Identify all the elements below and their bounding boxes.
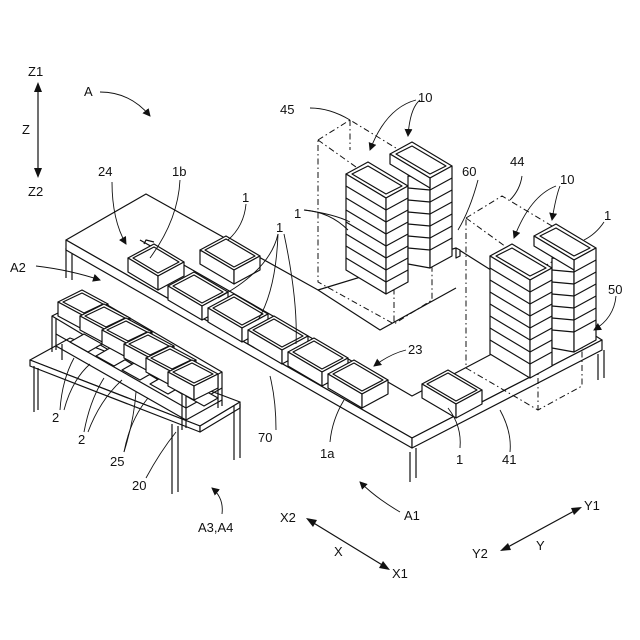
label-1-single: 1 [456,452,463,467]
label-45: 45 [280,102,294,117]
label-2-a: 2 [52,410,59,425]
label-23: 23 [408,342,422,357]
label-10-left: 10 [418,90,432,105]
label-20: 20 [132,478,146,493]
z-axis-arrow [34,82,42,178]
label-1-right: 1 [604,208,611,223]
box-stack-right-front [490,244,552,378]
label-a1: A1 [404,508,420,523]
label-z: Z [22,122,30,137]
label-50: 50 [608,282,622,297]
label-y: Y [536,538,545,553]
label-1-stack: 1 [294,206,301,221]
label-1a: 1a [320,446,335,461]
label-x2: X2 [280,510,296,525]
label-1b: 1b [172,164,186,179]
label-60: 60 [462,164,476,179]
label-a3-a4: A3,A4 [198,520,233,535]
label-x: X [334,544,343,559]
label-70: 70 [258,430,272,445]
label-y1: Y1 [584,498,600,513]
label-z1: Z1 [28,64,43,79]
label-25: 25 [110,454,124,469]
label-a2: A2 [10,260,26,275]
label-x1: X1 [392,566,408,581]
label-1-row: 1 [276,220,283,235]
box-stack-left-front [346,162,408,294]
label-41: 41 [502,452,516,467]
label-a: A [84,84,93,99]
x-axis-arrow [306,518,390,570]
label-2-b: 2 [78,432,85,447]
label-44: 44 [510,154,524,169]
label-24: 24 [98,164,112,179]
label-1-back: 1 [242,190,249,205]
label-y2: Y2 [472,546,488,561]
label-z2: Z2 [28,184,43,199]
label-10-right: 10 [560,172,574,187]
